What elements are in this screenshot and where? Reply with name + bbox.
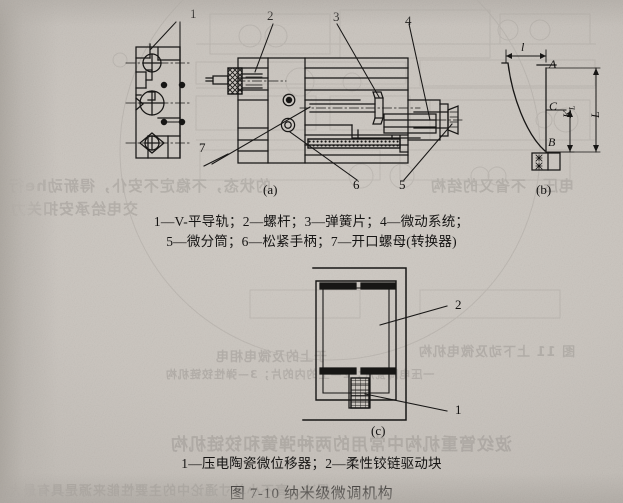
paper-grain	[0, 0, 623, 503]
scanned-book-page: 的状态，不稳定不安仆，得新动he行 交电给承安扣关力 电压，不省又的结构 于上的…	[0, 0, 623, 503]
